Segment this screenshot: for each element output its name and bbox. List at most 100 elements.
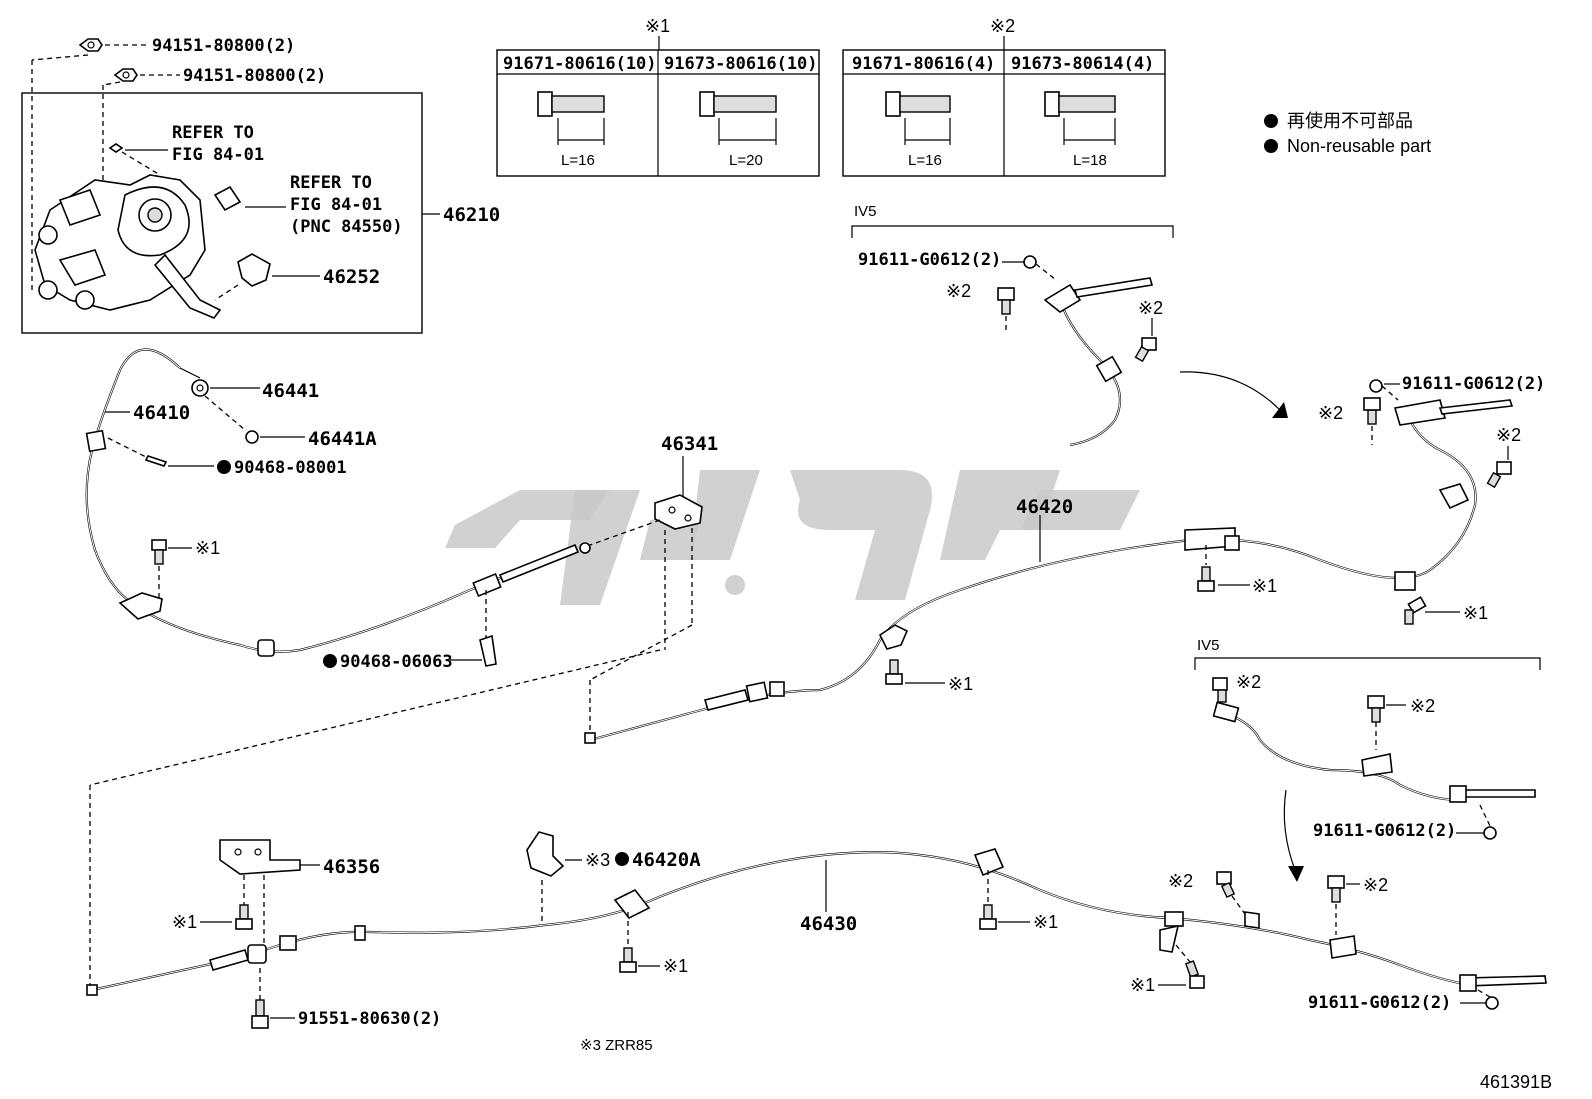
part-91551-label: 91551-80630(2): [298, 1009, 441, 1029]
bolt-x1-icon: [1197, 566, 1215, 592]
x3-mark: ※3: [585, 850, 610, 870]
cable-46420: [584, 399, 1514, 744]
bolt-l18-icon: [1044, 91, 1116, 145]
part-90468-06063-label: 90468-06063: [340, 652, 453, 672]
part-46441A-icon: [245, 430, 259, 444]
cable-46410: [85, 348, 591, 657]
part-90468-08001-label: 90468-08001: [234, 458, 347, 478]
nut-b-label: 94151-80800(2): [183, 66, 326, 86]
nut-b-icon: [113, 68, 138, 82]
refer2-line3: (PNC 84550): [290, 217, 403, 237]
g0612-b-label: 91611-G0612(2): [1402, 374, 1545, 394]
non-reusable-dot-icon: [615, 852, 629, 866]
bolt-x1-icon: [1184, 960, 1205, 989]
legend-ja: 再使用不可部品: [1287, 111, 1413, 131]
svg-text:※2: ※2: [946, 281, 971, 301]
part-46341-label: 46341: [661, 433, 718, 455]
bolt-x2-icon: [1363, 397, 1381, 425]
svg-text:※1: ※1: [948, 674, 973, 694]
bolt-x1-icon: [1404, 596, 1427, 625]
watermark-logo: [445, 470, 1140, 605]
clip-90468-08001-icon: [144, 455, 168, 467]
bolt-x1-icon: [151, 539, 167, 565]
part-46441A-label: 46441A: [308, 428, 377, 450]
svg-text:※2: ※2: [1168, 871, 1193, 891]
bolt-x2-icon: [1367, 695, 1385, 723]
table2-col1-part: 91671-80616(4): [852, 54, 995, 74]
bolt-icon: [108, 143, 161, 176]
nut-icon: [1023, 255, 1037, 269]
table2-mark: ※2: [990, 16, 1015, 36]
bolt-x1-icon: [235, 904, 253, 930]
g0612-a-label: 91611-G0612(2): [858, 250, 1001, 270]
bolt-l16-icon: [537, 91, 605, 145]
figure-id: 461391B: [1480, 1072, 1552, 1092]
table2-col2-length: L=18: [1073, 152, 1107, 169]
clip-90468-06063-icon: [479, 634, 497, 667]
part-46420A-icon: [526, 831, 565, 877]
g0612-c-label: 91611-G0612(2): [1313, 821, 1456, 841]
svg-text:※1: ※1: [172, 912, 197, 932]
nut-a-label: 94151-80800(2): [152, 36, 295, 56]
svg-text:※1: ※1: [1252, 576, 1277, 596]
bolt-x2-icon: [1134, 337, 1157, 363]
bolt-x1-icon: [979, 904, 997, 930]
svg-text:※2: ※2: [1363, 875, 1388, 895]
bolt-x2-icon: [1486, 461, 1512, 489]
bolt-x2-icon: [997, 287, 1015, 315]
iv5-top-cable: [1043, 277, 1154, 447]
nut-icon: [1485, 996, 1499, 1010]
iv5-bottom-cable: [1212, 701, 1536, 803]
part-46441-icon: [191, 379, 209, 397]
refer1-line1: REFER TO: [172, 123, 254, 143]
table1-col1-length: L=16: [561, 152, 595, 169]
refer2-line2: FIG 84-01: [290, 195, 382, 215]
bolt-table-1: ※1 91671-80616(10) 91673-80616(10) L=16 …: [496, 16, 820, 177]
footnote: ※3 ZRR85: [580, 1037, 653, 1054]
part-46252-icon: [237, 253, 271, 287]
svg-text:※2: ※2: [1410, 696, 1435, 716]
svg-text:※1: ※1: [1463, 603, 1488, 623]
iv5-bottom-label: IV5: [1197, 637, 1220, 654]
svg-text:※1: ※1: [663, 956, 688, 976]
part-46430-label: 46430: [800, 913, 857, 935]
bolt-l16b-icon: [885, 91, 951, 145]
part-46341-icon: [654, 494, 703, 530]
table1-col2-length: L=20: [729, 152, 763, 169]
legend-en: Non-reusable part: [1287, 136, 1431, 156]
bolt-x1-icon: [885, 659, 903, 685]
cable-46430: [86, 848, 1547, 996]
svg-text:※2: ※2: [1318, 403, 1343, 423]
part-46420-label: 46420: [1016, 496, 1073, 518]
refer2-line1: REFER TO: [290, 173, 372, 193]
bolt-l20-icon: [699, 91, 777, 145]
bolt-x2-icon: [1216, 871, 1236, 899]
svg-text:※2: ※2: [1496, 425, 1521, 445]
table1-col2-part: 91673-80616(10): [664, 54, 818, 74]
bolt-x2-icon: [1212, 677, 1228, 703]
part-46410-label: 46410: [133, 402, 190, 424]
svg-text:※1: ※1: [1033, 912, 1058, 932]
svg-text:※2: ※2: [1138, 298, 1163, 318]
legend: 再使用不可部品 Non-reusable part: [1264, 111, 1431, 156]
nut-icon: [1483, 826, 1497, 840]
refer1-line2: FIG 84-01: [172, 145, 264, 165]
svg-text:※2: ※2: [1236, 672, 1261, 692]
part-46356-label: 46356: [323, 856, 380, 878]
bolt-x1-icon: [619, 947, 637, 973]
bolt-table-2: ※2 91671-80616(4) 91673-80614(4) L=16 L=…: [842, 16, 1166, 177]
non-reusable-dot-icon: [217, 460, 231, 474]
bolt-x2-icon: [1327, 875, 1345, 903]
table1-mark: ※1: [645, 16, 670, 36]
iv5-top-label: IV5: [854, 203, 877, 220]
non-reusable-dot-icon: [323, 654, 337, 668]
part-46356-icon: [219, 839, 301, 875]
part-46252-label: 46252: [323, 266, 380, 288]
g0612-d-label: 91611-G0612(2): [1308, 993, 1451, 1013]
nut-a-icon: [78, 38, 103, 52]
table2-col2-part: 91673-80614(4): [1011, 54, 1154, 74]
part-46420A-label: 46420A: [632, 849, 701, 871]
x1-mark: ※1: [195, 538, 220, 558]
